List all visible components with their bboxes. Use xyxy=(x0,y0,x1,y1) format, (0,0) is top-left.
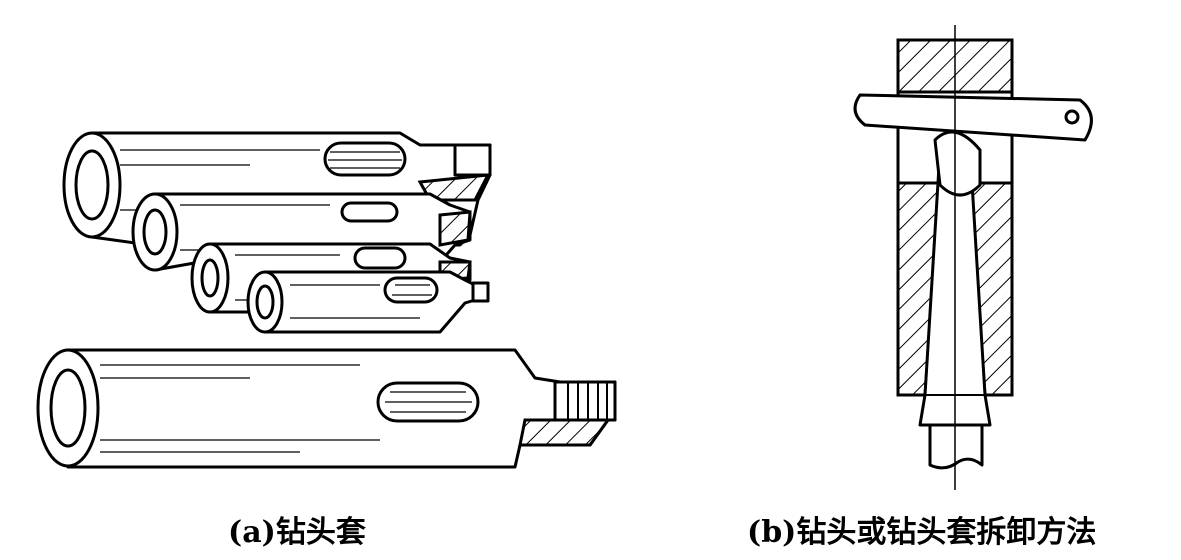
caption-a: (a)钻头套 xyxy=(228,515,366,550)
drill-sleeve-large xyxy=(36,348,617,469)
drill-sleeve-4 xyxy=(246,270,490,334)
drill-body xyxy=(928,423,984,470)
drill-sleeve-set xyxy=(36,131,617,469)
lever-hole xyxy=(1064,109,1080,125)
drift-key-tip xyxy=(933,130,982,197)
drift-key-lever xyxy=(853,93,1093,142)
removal-method-drawing xyxy=(853,25,1093,490)
caption-b: (b)钻头或钻头套拆卸方法 xyxy=(747,515,1097,550)
